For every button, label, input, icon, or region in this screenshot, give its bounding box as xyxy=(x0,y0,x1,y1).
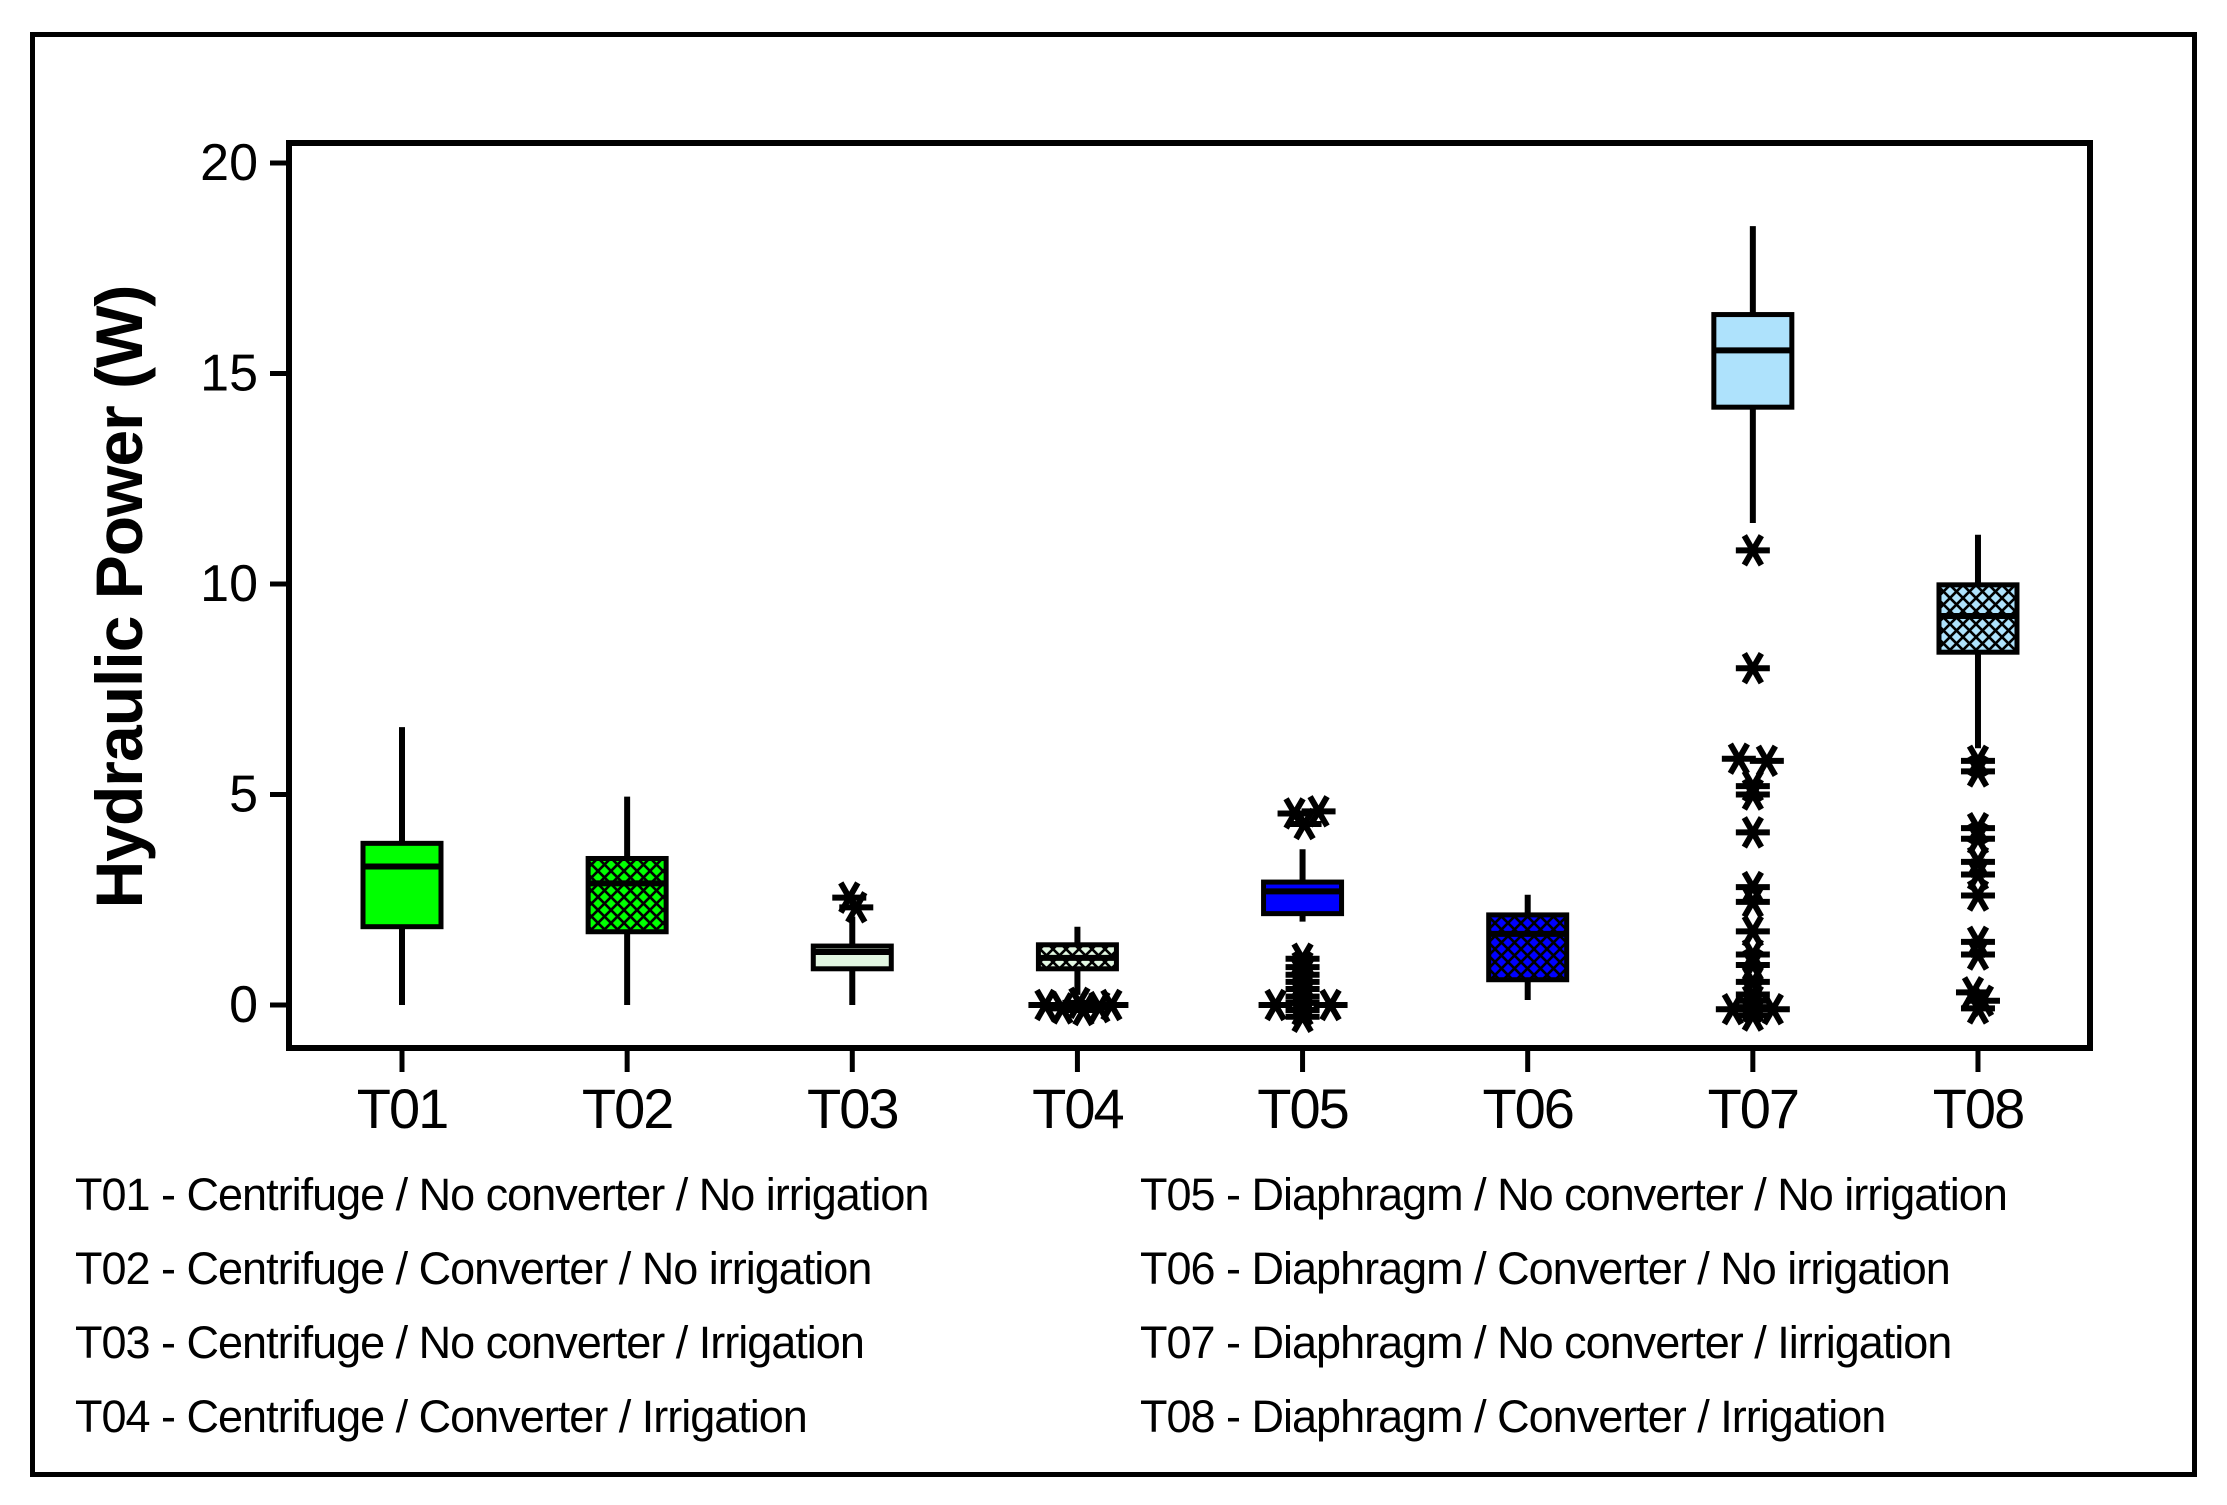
boxplot-T08 xyxy=(1936,534,2020,1025)
outlier-T08-8 xyxy=(1960,938,1995,971)
outlier-T07-18 xyxy=(1735,999,1770,1032)
outlier-T08-6 xyxy=(1960,879,1995,912)
x-tick-label-T07: T07 xyxy=(1708,1077,1799,1140)
boxplot-T04 xyxy=(1028,926,1129,1027)
x-tick-label-T01: T01 xyxy=(357,1077,448,1140)
plot-frame xyxy=(286,140,2093,1051)
x-tick-label-T04: T04 xyxy=(1032,1077,1123,1140)
y-tick-label-15: 15 xyxy=(200,345,258,403)
x-tick-label-T08: T08 xyxy=(1933,1077,2024,1140)
outlier-T07-9 xyxy=(1735,915,1770,948)
boxplot-T05 xyxy=(1258,795,1348,1034)
outlier-T08-1 xyxy=(1960,755,1995,788)
outlier-T07-8 xyxy=(1735,885,1770,919)
legend-entry-t03: T03 - Centrifuge / No converter / Irriga… xyxy=(75,1317,865,1368)
outlier-T07-0 xyxy=(1735,534,1770,567)
outlier-T05-11 xyxy=(1285,1000,1320,1034)
outlier-T05-12 xyxy=(1258,988,1293,1022)
outlier-T04-0 xyxy=(1028,988,1063,1022)
figure-border xyxy=(30,32,2197,1477)
y-tick-label-10: 10 xyxy=(200,555,258,613)
boxplot-T06 xyxy=(1486,894,1570,1000)
x-tick-label-T05: T05 xyxy=(1257,1077,1348,1140)
y-tick-label-0: 0 xyxy=(229,976,258,1034)
legend-entry-t01: T01 - Centrifuge / No converter / No irr… xyxy=(75,1169,929,1220)
outlier-T04-5 xyxy=(1094,988,1129,1022)
outlier-T07-5 xyxy=(1735,778,1770,811)
outlier-T03-1 xyxy=(839,891,874,924)
y-tick-label-20: 20 xyxy=(200,134,258,192)
outlier-T07-17 xyxy=(1755,992,1790,1026)
legend-entry-t02: T02 - Centrifuge / Converter / No irriga… xyxy=(75,1243,872,1294)
legend-entry-t08: T08 - Diaphragm / Converter / Irrigation xyxy=(1140,1391,1886,1442)
box-T01 xyxy=(360,840,444,930)
x-tick-label-T06: T06 xyxy=(1482,1077,1573,1140)
outlier-T05-13 xyxy=(1313,988,1348,1022)
legend-entry-t04: T04 - Centrifuge / Converter / Irrigatio… xyxy=(75,1391,808,1442)
box-T07 xyxy=(1711,312,1795,410)
legend-entry-t05: T05 - Diaphragm / No converter / No irri… xyxy=(1140,1169,2008,1220)
outlier-T07-6 xyxy=(1735,816,1770,849)
y-axis-title: Hydraulic Power (W) xyxy=(82,286,156,909)
box-T02 xyxy=(585,855,669,935)
legend-entry-t06: T06 - Diaphragm / Converter / No irrigat… xyxy=(1140,1243,1951,1294)
outlier-T05-2 xyxy=(1287,807,1322,841)
boxplot-T02 xyxy=(585,796,669,1005)
x-tick-label-T03: T03 xyxy=(807,1077,898,1140)
box-T06 xyxy=(1486,912,1570,983)
outlier-T07-3 xyxy=(1749,744,1784,778)
x-tick-label-T02: T02 xyxy=(582,1077,673,1140)
boxplot-T07 xyxy=(1711,226,1795,1032)
outlier-T08-11 xyxy=(1960,992,1995,1025)
outlier-T05-10 xyxy=(1285,993,1320,1027)
outlier-T07-16 xyxy=(1715,992,1750,1026)
boxplot-T01 xyxy=(360,727,444,1005)
boxplot-T03 xyxy=(810,881,894,1005)
outlier-T07-1 xyxy=(1735,651,1770,685)
legend-entry-t07: T07 - Diaphragm / No converter / Iirriga… xyxy=(1140,1317,1952,1368)
box-T05 xyxy=(1261,879,1345,917)
y-tick-label-5: 5 xyxy=(229,766,258,824)
